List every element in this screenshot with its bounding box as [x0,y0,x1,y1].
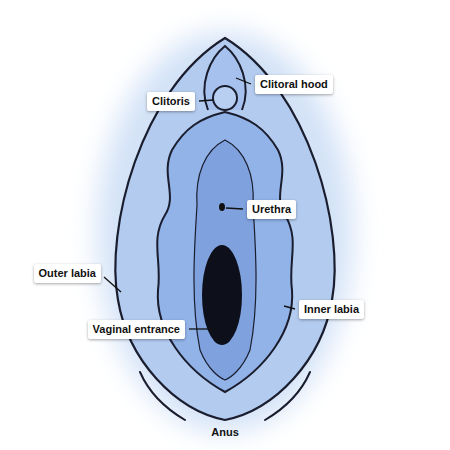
callout-label: Urethra [247,200,296,219]
leader-line [236,78,251,84]
callout-label: Vaginal entrance [88,320,185,339]
leader-line [189,328,218,329]
part-label: Anus [211,426,239,439]
vestibule-shape [194,140,256,380]
leader-line [226,208,243,209]
background-glow [97,32,353,432]
callout-label: Outer labia [34,264,101,283]
leader-line [284,306,295,309]
outer-labia-shape [115,38,334,420]
leader-line [104,277,121,292]
urethra-shape [219,203,225,211]
callout-label: Clitoris [147,92,195,111]
clitoris-shape [213,86,237,110]
callout-label: Inner labia [299,300,364,319]
callout-label: Clitoral hood [255,75,333,94]
vaginal-entrance-shape [202,245,242,345]
leader-line [199,100,213,101]
inner-labia-shape [157,112,293,392]
